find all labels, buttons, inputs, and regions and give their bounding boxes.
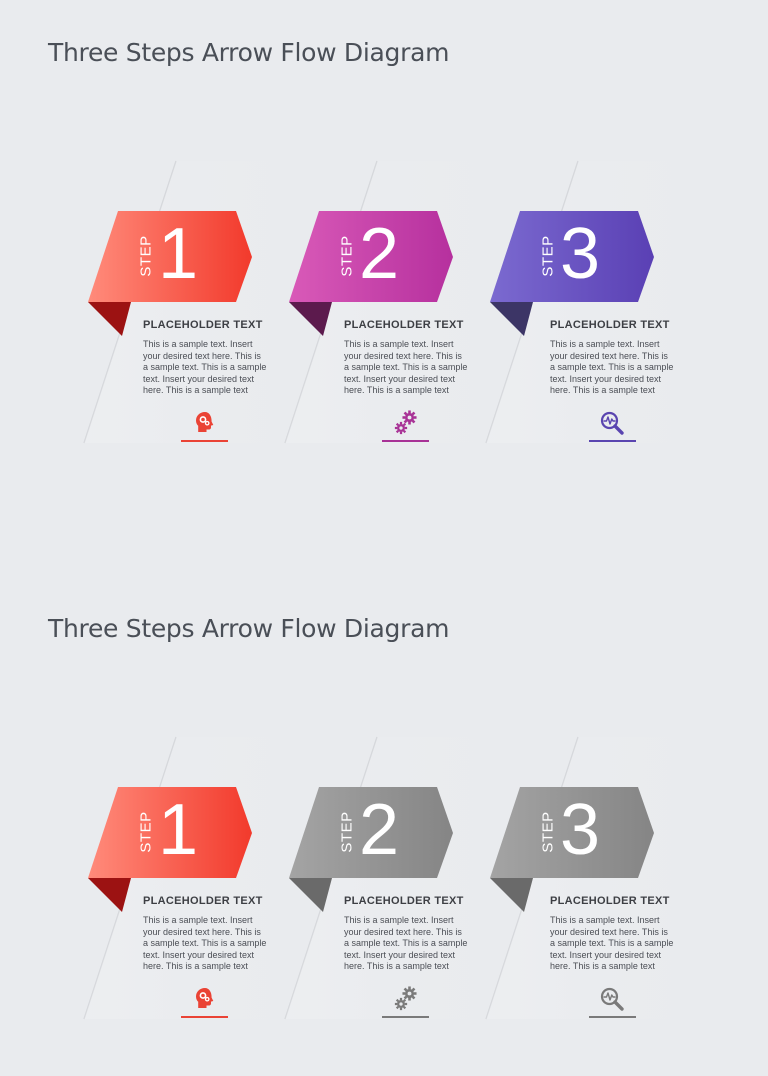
step-underline <box>382 440 429 442</box>
slide-title: Three Steps Arrow Flow Diagram <box>48 614 450 643</box>
step-heading: PLACEHOLDER TEXT <box>344 319 464 331</box>
step-underline <box>589 1016 636 1018</box>
step-label: STEP <box>539 235 557 277</box>
step-label: STEP <box>137 235 155 277</box>
slide-title: Three Steps Arrow Flow Diagram <box>48 38 450 67</box>
step-heading: PLACEHOLDER TEXT <box>344 895 464 907</box>
step-number: 1 <box>158 214 199 294</box>
step-label: STEP <box>338 811 356 853</box>
step-fold <box>88 302 131 336</box>
gears-icon <box>393 410 419 436</box>
step-fold <box>289 878 332 912</box>
step-description: This is a sample text. Insert your desir… <box>344 339 468 396</box>
step-underline <box>181 440 228 442</box>
gears-icon <box>393 986 419 1012</box>
step-arrow-graphic <box>284 160 541 444</box>
step-description: This is a sample text. Insert your desir… <box>344 915 468 972</box>
step-label: STEP <box>539 811 557 853</box>
step-underline <box>589 440 636 442</box>
step-fold <box>88 878 131 912</box>
step-arrow-graphic <box>485 160 742 444</box>
step-underline <box>181 1016 228 1018</box>
step-description: This is a sample text. Insert your desir… <box>143 339 267 396</box>
step-underline <box>382 1016 429 1018</box>
step-fold <box>490 302 533 336</box>
step-banner <box>88 211 252 302</box>
head-gears-icon <box>192 410 218 436</box>
step-arrow-graphic <box>284 736 541 1020</box>
step-label: STEP <box>338 235 356 277</box>
step-heading: PLACEHOLDER TEXT <box>550 319 670 331</box>
magnifier-pulse-icon <box>599 410 625 436</box>
step-heading: PLACEHOLDER TEXT <box>143 895 263 907</box>
step-arrow-graphic <box>83 736 340 1020</box>
step-fold <box>289 302 332 336</box>
step-number: 3 <box>560 214 601 294</box>
step-number: 2 <box>359 214 400 294</box>
step-heading: PLACEHOLDER TEXT <box>143 319 263 331</box>
step-arrow-graphic <box>83 160 340 444</box>
magnifier-pulse-icon <box>599 986 625 1012</box>
step-number: 1 <box>158 790 199 870</box>
step-arrow-graphic <box>485 736 742 1020</box>
head-gears-icon <box>192 986 218 1012</box>
step-label: STEP <box>137 811 155 853</box>
step-number: 2 <box>359 790 400 870</box>
step-banner <box>490 787 654 878</box>
step-description: This is a sample text. Insert your desir… <box>550 915 674 972</box>
step-banner <box>289 787 453 878</box>
step-fold <box>490 878 533 912</box>
step-banner <box>88 787 252 878</box>
step-description: This is a sample text. Insert your desir… <box>550 339 674 396</box>
step-banner <box>289 211 453 302</box>
step-number: 3 <box>560 790 601 870</box>
step-banner <box>490 211 654 302</box>
step-description: This is a sample text. Insert your desir… <box>143 915 267 972</box>
step-heading: PLACEHOLDER TEXT <box>550 895 670 907</box>
